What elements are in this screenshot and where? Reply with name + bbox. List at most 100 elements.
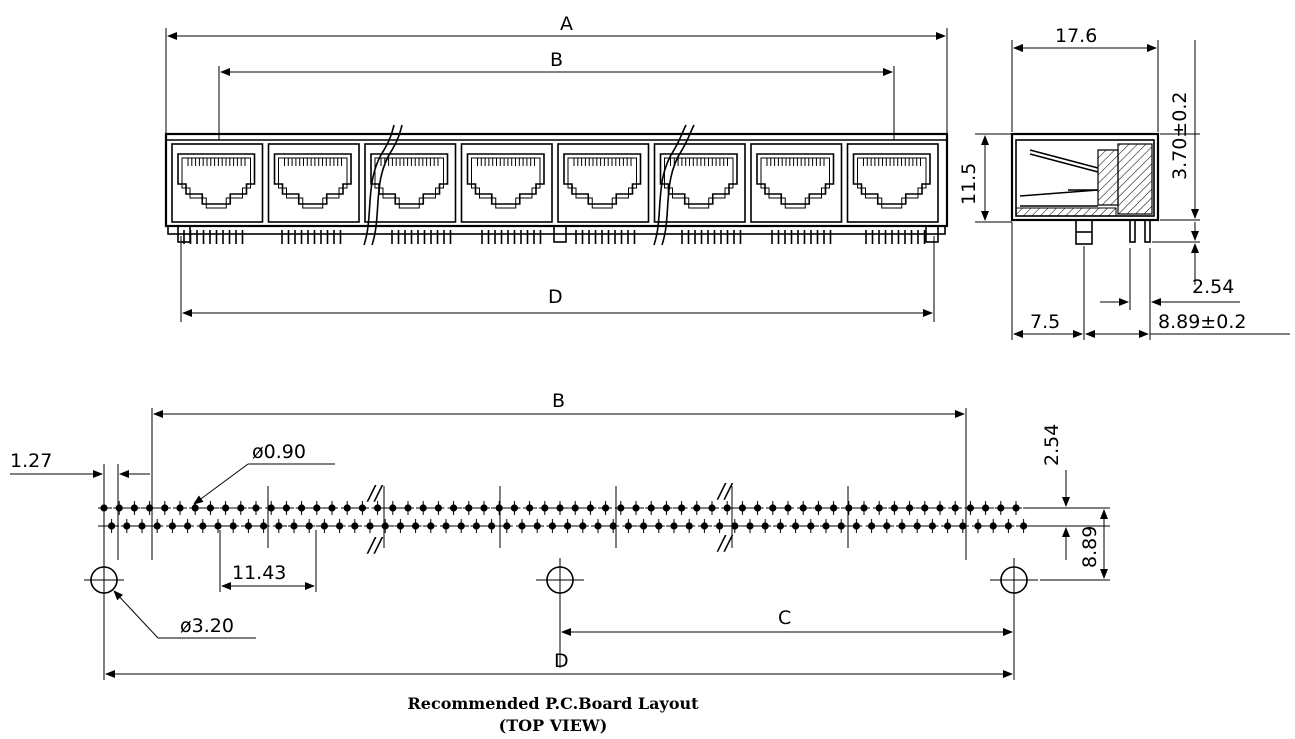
rj45-port xyxy=(267,143,360,223)
pcb-layout: B 1.27 ø0.90 // // // // 11.43 xyxy=(10,390,1110,680)
rj45-port xyxy=(460,143,553,223)
pin-hole xyxy=(366,522,374,530)
pin-hole xyxy=(830,504,838,512)
front-pins xyxy=(177,225,939,244)
side-pin-span-label: 8.89±0.2 xyxy=(1158,311,1246,333)
pin-hole xyxy=(184,522,192,530)
pin-hole xyxy=(108,522,116,530)
pin-hole xyxy=(267,504,275,512)
pin-hole xyxy=(1004,522,1013,530)
pin-hole xyxy=(602,504,610,512)
pin-hole xyxy=(465,504,473,512)
pin-hole xyxy=(222,504,230,512)
caption-line-2: (TOP VIEW) xyxy=(499,716,608,735)
mounting-post-center xyxy=(536,558,584,668)
pin-hole xyxy=(890,504,899,512)
pcb-break-mark-2a: // xyxy=(716,479,734,503)
pin-hole xyxy=(168,522,176,530)
pin-hole xyxy=(693,504,701,512)
pin-hole xyxy=(609,522,617,530)
pin-hole xyxy=(237,504,245,512)
pin-hole xyxy=(214,522,222,530)
rj45-port xyxy=(557,143,650,223)
rj45-ports xyxy=(171,143,939,223)
front-dim-d-label: D xyxy=(548,286,563,308)
pin-hole xyxy=(412,522,420,530)
pin-hole xyxy=(457,522,465,530)
pin-hole xyxy=(883,522,891,530)
pin-hole xyxy=(1020,522,1028,530)
side-pin-pitch-label: 2.54 xyxy=(1192,276,1234,298)
pin-hole xyxy=(982,504,990,512)
pin-hole xyxy=(807,522,815,530)
side-depth-label: 17.6 xyxy=(1055,25,1097,47)
rj45-port xyxy=(171,143,264,223)
pin-hole xyxy=(503,522,511,530)
rj45-port xyxy=(750,143,843,223)
pin-hole xyxy=(442,522,450,530)
pin-hole xyxy=(951,504,959,512)
pin-hole xyxy=(708,504,716,512)
pin-hole xyxy=(153,522,161,530)
pin-hole xyxy=(723,504,731,512)
pin-hole xyxy=(928,522,937,530)
pcb-break-mark-2b: // xyxy=(716,531,734,555)
pin-hole xyxy=(700,522,709,530)
pin-hole xyxy=(282,504,290,512)
pin-hole xyxy=(974,522,982,530)
pin-hole xyxy=(229,522,237,530)
pin-hole xyxy=(123,522,131,530)
pin-hole xyxy=(1012,504,1020,512)
pin-hole xyxy=(343,504,351,512)
pin-hole xyxy=(837,522,845,530)
pin-hole xyxy=(571,504,579,512)
pin-hole xyxy=(358,504,366,512)
pin-hole xyxy=(898,522,906,530)
pin-hole xyxy=(966,504,975,512)
pin-hole xyxy=(556,504,564,512)
pcb-hole-dia-label: ø0.90 xyxy=(252,441,306,463)
pcb-row-pitch-label: 2.54 xyxy=(1041,424,1063,466)
pin-hole xyxy=(115,504,123,512)
pin-hole xyxy=(906,504,914,512)
pin-hole xyxy=(662,504,671,512)
pin-hole xyxy=(754,504,762,512)
pcb-pin-holes xyxy=(98,486,1030,548)
rj45-port xyxy=(653,143,746,223)
pcb-row-span-label: 8.89 xyxy=(1079,526,1101,568)
pin-hole xyxy=(351,522,359,530)
pin-hole xyxy=(275,522,283,530)
rj45-port xyxy=(364,143,457,223)
pin-hole xyxy=(305,522,313,530)
pin-hole xyxy=(936,504,944,512)
pin-hole xyxy=(868,522,876,530)
pin-hole xyxy=(100,504,108,512)
pin-hole xyxy=(776,522,785,530)
pin-hole xyxy=(290,522,298,530)
pcb-break-mark-1b: // xyxy=(366,533,384,557)
pin-hole xyxy=(328,504,336,512)
pin-hole xyxy=(761,522,769,530)
pin-hole xyxy=(146,504,154,512)
pin-hole xyxy=(191,504,199,512)
pin-hole xyxy=(716,522,724,530)
pcb-group-pitch-label: 11.43 xyxy=(232,562,286,584)
pin-hole xyxy=(374,504,382,512)
pin-hole xyxy=(670,522,678,530)
pin-hole xyxy=(860,504,868,512)
pin-hole xyxy=(624,522,633,530)
pin-hole xyxy=(640,522,648,530)
side-post-offset-label: 7.5 xyxy=(1030,311,1060,333)
pin-hole xyxy=(260,522,268,530)
pcb-break-mark-1a: // xyxy=(366,481,384,505)
pcb-dim-c-label: C xyxy=(778,607,791,629)
pin-hole xyxy=(647,504,655,512)
pin-hole xyxy=(586,504,595,512)
pin-hole xyxy=(176,504,184,512)
pin-hole xyxy=(434,504,442,512)
pin-hole xyxy=(921,504,929,512)
pin-hole xyxy=(799,504,807,512)
pin-hole xyxy=(320,522,328,530)
front-view: A B D 11.5 xyxy=(164,13,1012,322)
